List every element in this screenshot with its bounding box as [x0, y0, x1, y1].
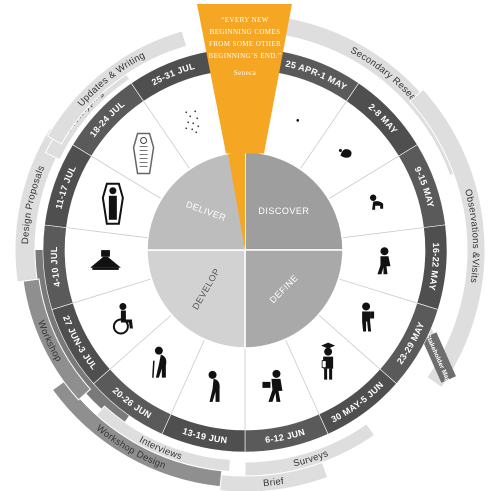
gravestone-rip-icon: [90, 250, 121, 270]
band-surveys: [244, 422, 376, 477]
band-updates-writing: [46, 30, 188, 145]
band-brief-label: Brief: [263, 476, 285, 489]
phase-discover-label: DISCOVER: [258, 206, 309, 216]
walking-child-icon: [377, 247, 391, 275]
coffin-icon: [101, 182, 124, 225]
hunched-adult-icon: [208, 370, 220, 402]
band-workshop: [22, 278, 92, 401]
quote-line: “EVERY NEW: [221, 16, 268, 24]
worker-with-briefcase-icon: [262, 369, 283, 402]
current-week-highlight: [227, 152, 245, 250]
seed-blob-icon: [338, 149, 352, 158]
quote-background: [197, 4, 292, 154]
quote-line: FROM SOME OTHER: [209, 40, 281, 48]
quote-box: “EVERY NEW BEGINNING COMES FROM SOME OTHER…: [197, 4, 292, 154]
graduate-student-icon: [321, 342, 336, 380]
skeleton-in-coffin-icon: [132, 132, 155, 175]
child-with-backpack-icon: [362, 302, 375, 332]
band-observations-visits: [409, 88, 486, 389]
quote-line: BEGINNING COMES: [210, 28, 281, 36]
quote-author: Seneca: [234, 69, 257, 77]
quote-line: BEGINNING’S END.”: [209, 52, 282, 60]
scattered-dots-icon: [185, 110, 200, 134]
band-workshop-design: [51, 379, 223, 488]
week-label-10: 4-10 JUL: [49, 246, 62, 287]
wheelchair-icon: [112, 302, 133, 335]
few-dots-icon: [296, 119, 300, 122]
elderly-with-cane-icon: [152, 346, 167, 378]
crawling-figure-icon: [369, 194, 384, 210]
